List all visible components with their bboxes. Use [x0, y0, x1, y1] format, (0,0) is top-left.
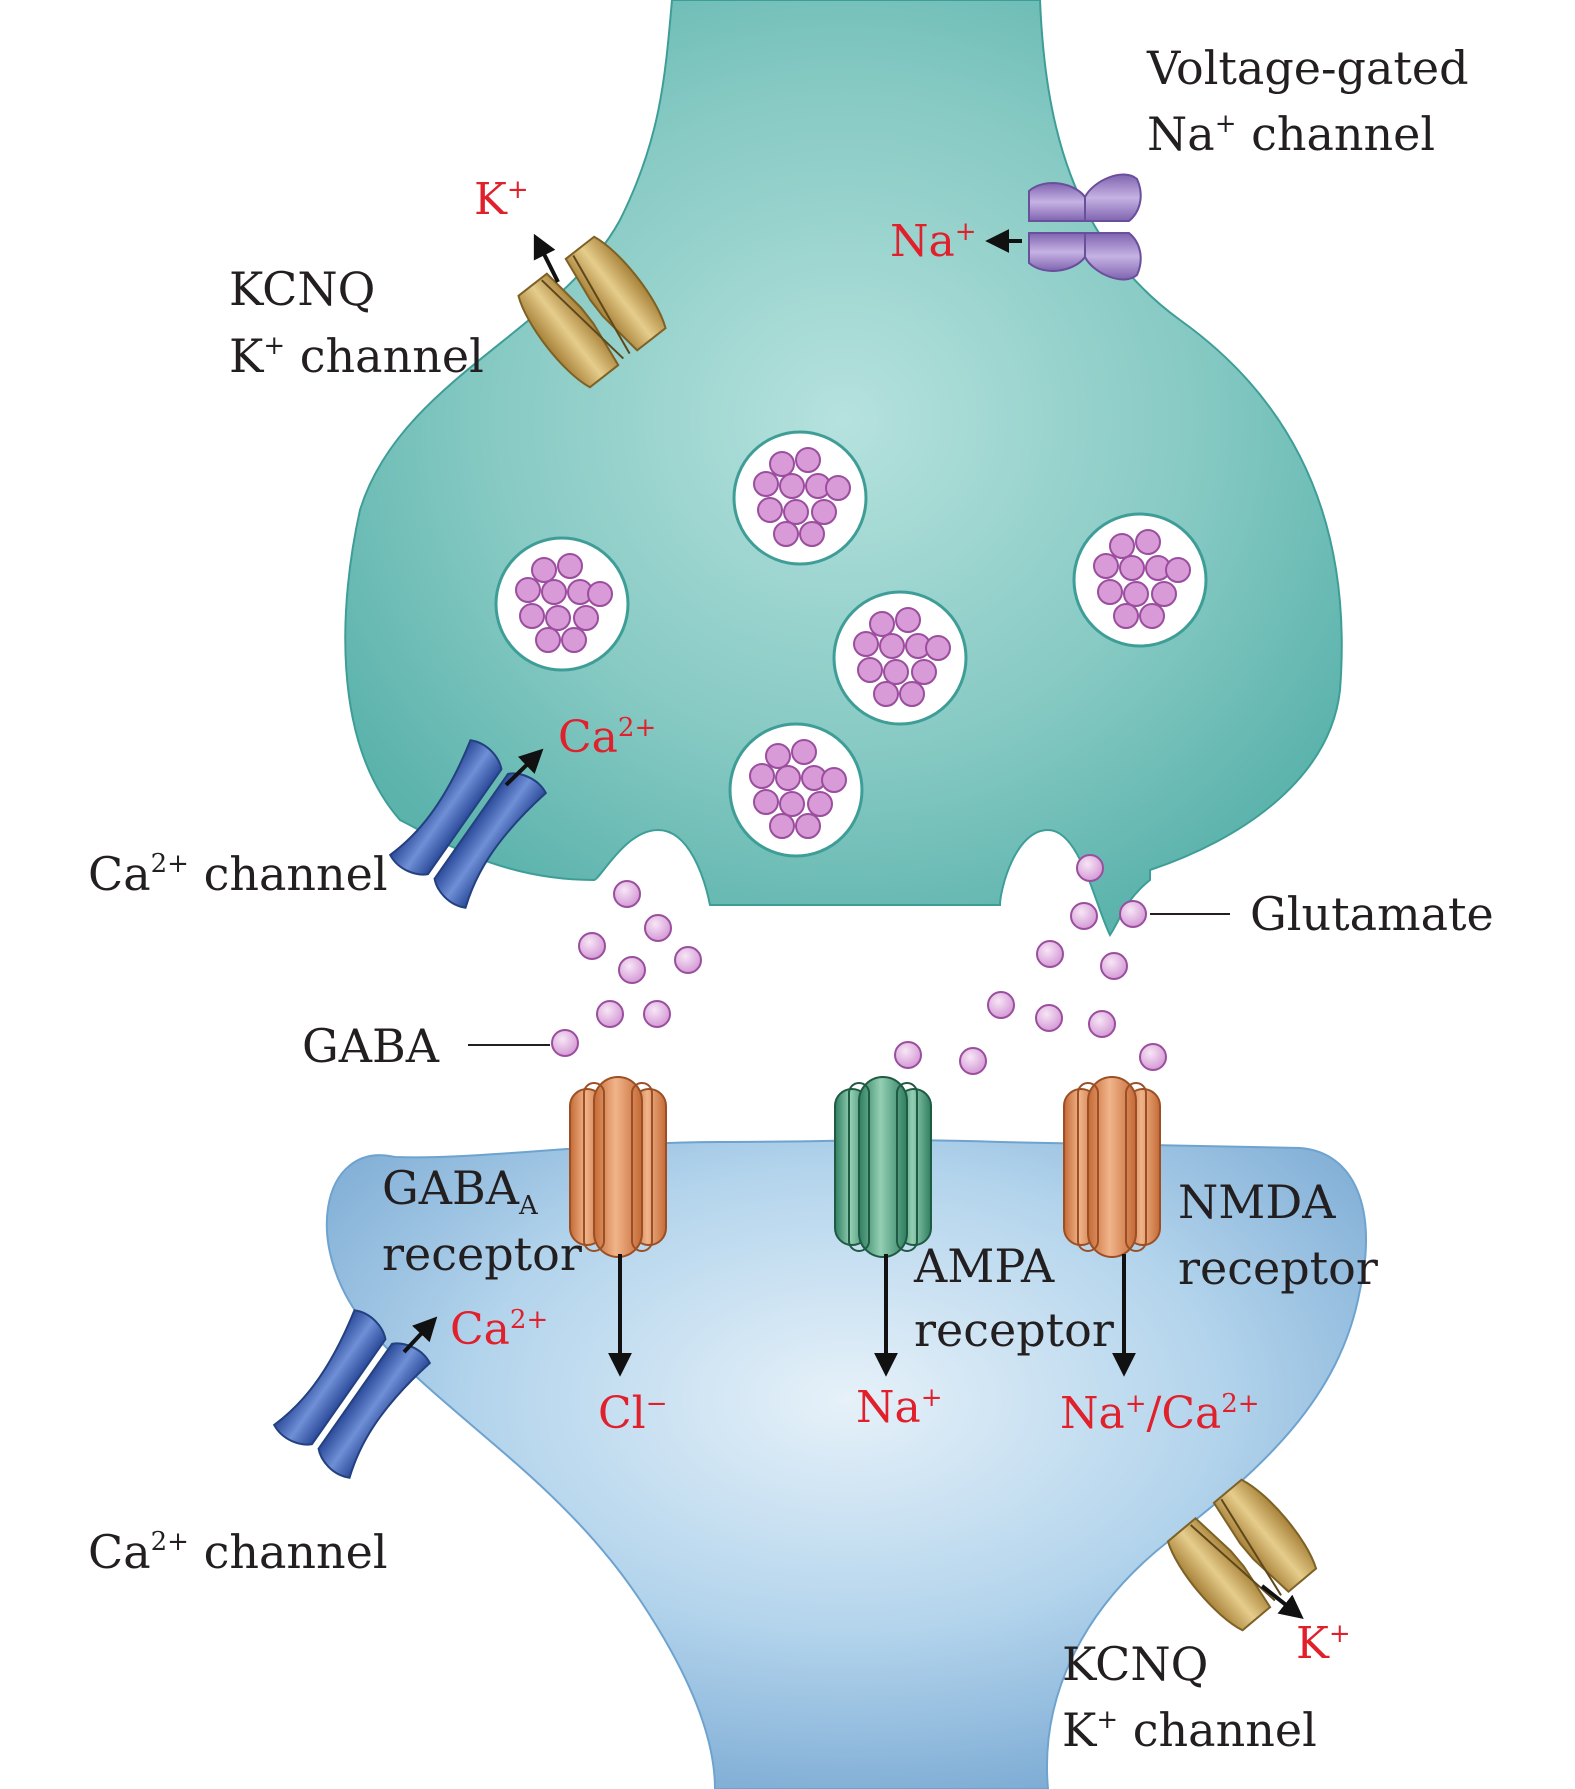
- gaba-molecule: [644, 914, 672, 942]
- glutamate-molecule: [959, 1047, 987, 1075]
- sodium-channel-icon: [1028, 173, 1142, 281]
- kcnq-top-label-line2: K+ channel: [229, 329, 484, 383]
- synaptic-vesicle-icon: [1072, 512, 1208, 648]
- kcnq-top-label-line1: KCNQ: [229, 262, 375, 316]
- glutamate-molecule: [1100, 952, 1128, 980]
- receptor-icon: [1063, 1076, 1161, 1258]
- nmda-receptor-label-line1: NMDA: [1178, 1175, 1336, 1229]
- calcium-influx-arrow-post: [402, 1316, 438, 1354]
- potassium-efflux-arrow: [533, 233, 560, 283]
- glutamate-molecule: [987, 991, 1015, 1019]
- k-ion-bottom: K+: [1296, 1618, 1351, 1669]
- gaba-molecule: [578, 932, 606, 960]
- potassium-efflux-arrow-post: [1260, 1584, 1304, 1619]
- glutamate-molecule: [1076, 854, 1104, 882]
- cl-ion: Cl−: [598, 1388, 668, 1439]
- glutamate-molecule: [1035, 1004, 1063, 1032]
- glutamate-molecule: [1119, 900, 1147, 928]
- gaba-molecule: [613, 880, 641, 908]
- nmda-receptor-label-line2: receptor: [1178, 1241, 1378, 1295]
- vesicle-group: [494, 430, 1208, 858]
- synaptic-vesicle-icon: [494, 536, 630, 672]
- gaba-molecules: [551, 880, 702, 1057]
- calcium-channel-icon: [388, 739, 548, 909]
- glutamate-molecule: [894, 1041, 922, 1069]
- glutamate-label: Glutamate: [1250, 887, 1494, 941]
- ampa-receptor-label-line2: receptor: [914, 1303, 1114, 1357]
- voltage-gated-label-line2: Na+ channel: [1147, 107, 1435, 161]
- receptor-icon: [569, 1076, 667, 1258]
- k-ion-top: K+: [474, 174, 529, 225]
- synaptic-vesicle-icon: [728, 722, 864, 858]
- gaba-molecule: [596, 1000, 624, 1028]
- ampa-receptor-label-line1: AMPA: [913, 1239, 1055, 1293]
- synaptic-vesicle-icon: [832, 590, 968, 726]
- calcium-influx-arrow: [504, 748, 544, 787]
- gaba-molecule: [643, 1000, 671, 1028]
- synaptic-vesicle-icon: [732, 430, 868, 566]
- kcnq-bottom-label-line1: KCNQ: [1062, 1637, 1208, 1691]
- kcnq-bottom-label-line2: K+ channel: [1062, 1703, 1317, 1757]
- na-ca-ion-nmda: Na+/Ca2+: [1060, 1388, 1260, 1439]
- gaba-label: GABA: [302, 1019, 440, 1073]
- kcnq-channel-icon: [517, 235, 667, 389]
- gaba-a-receptor-label-line2: receptor: [382, 1227, 582, 1281]
- glutamate-molecule: [1139, 1043, 1167, 1071]
- gaba-molecule: [618, 956, 646, 984]
- na-ion-ampa: Na+: [856, 1382, 943, 1433]
- ca-ion-top: Ca2+: [558, 712, 656, 763]
- gaba-molecule: [674, 946, 702, 974]
- glutamate-molecule: [1036, 940, 1064, 968]
- kcnq-channel-icon: [1166, 1478, 1318, 1632]
- ca-ion-post: Ca2+: [450, 1304, 548, 1355]
- gaba-a-receptor-label-line1: GABAA: [382, 1161, 539, 1221]
- calcium-channel-icon: [272, 1309, 432, 1479]
- ca-channel-bottom-label: Ca2+ channel: [88, 1525, 388, 1579]
- voltage-gated-label-line1: Voltage-gated: [1146, 41, 1469, 95]
- na-ion-top: Na+: [890, 216, 977, 267]
- glutamate-molecule: [1070, 902, 1098, 930]
- glutamate-molecule: [1088, 1010, 1116, 1038]
- gaba-molecule: [551, 1029, 579, 1057]
- ca-channel-top-label: Ca2+ channel: [88, 847, 388, 901]
- receptor-icon: [834, 1076, 932, 1258]
- glutamate-molecules: [894, 854, 1167, 1075]
